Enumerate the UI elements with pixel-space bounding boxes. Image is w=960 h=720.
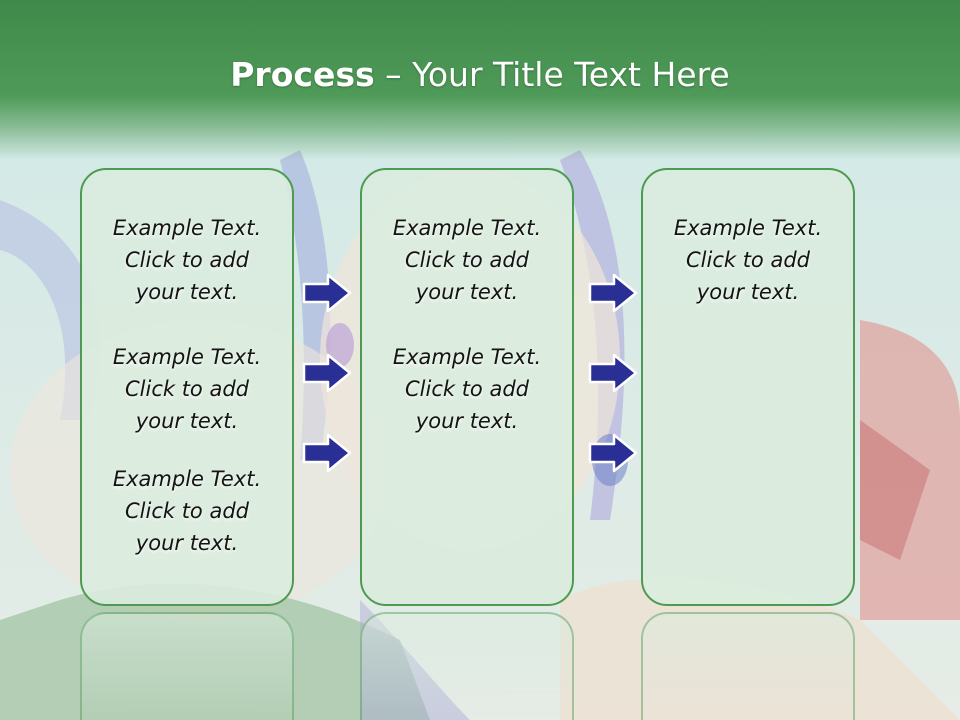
text-line: Click to add	[124, 377, 249, 401]
text-line: your text.	[135, 409, 239, 433]
text-line: Example Text.	[392, 345, 542, 369]
text-line: Example Text.	[112, 216, 262, 240]
right-arrow-icon[interactable]	[302, 273, 352, 313]
text-line: Click to add	[404, 377, 529, 401]
box-reflection	[641, 612, 855, 720]
text-line: your text.	[696, 280, 800, 304]
right-arrow-icon[interactable]	[302, 433, 352, 473]
text-line: your text.	[415, 280, 519, 304]
text-line: your text.	[135, 531, 239, 555]
right-arrow-icon[interactable]	[588, 433, 638, 473]
slide-title[interactable]: Process – Your Title Text Here	[0, 52, 960, 98]
title-rest: – Your Title Text Here	[374, 55, 730, 94]
text-paragraph[interactable]: Example Text. Click to add your text.	[82, 212, 292, 308]
text-line: Example Text.	[392, 216, 542, 240]
text-paragraph[interactable]: Example Text. Click to add your text.	[82, 463, 292, 559]
text-line: Click to add	[685, 248, 810, 272]
text-line: Click to add	[124, 248, 249, 272]
text-paragraph[interactable]: Example Text. Click to add your text.	[362, 341, 572, 437]
text-line: Example Text.	[112, 467, 262, 491]
text-box-3[interactable]: Example Text. Click to add your text.	[641, 168, 855, 606]
text-line: your text.	[415, 409, 519, 433]
right-arrow-icon[interactable]	[302, 353, 352, 393]
text-box-2[interactable]: Example Text. Click to add your text. Ex…	[360, 168, 574, 606]
text-line: Click to add	[124, 499, 249, 523]
text-line: Example Text.	[112, 345, 262, 369]
text-line: your text.	[135, 280, 239, 304]
text-paragraph[interactable]: Example Text. Click to add your text.	[643, 212, 853, 308]
right-arrow-icon[interactable]	[588, 273, 638, 313]
title-bar: Process – Your Title Text Here	[0, 0, 960, 160]
right-arrow-icon[interactable]	[588, 353, 638, 393]
text-paragraph[interactable]: Example Text. Click to add your text.	[82, 341, 292, 437]
text-line: Example Text.	[673, 216, 823, 240]
box-reflection	[80, 612, 294, 720]
text-line: Click to add	[404, 248, 529, 272]
text-paragraph[interactable]: Example Text. Click to add your text.	[362, 212, 572, 308]
title-bold: Process	[230, 55, 375, 94]
text-box-1[interactable]: Example Text. Click to add your text. Ex…	[80, 168, 294, 606]
box-reflection	[360, 612, 574, 720]
